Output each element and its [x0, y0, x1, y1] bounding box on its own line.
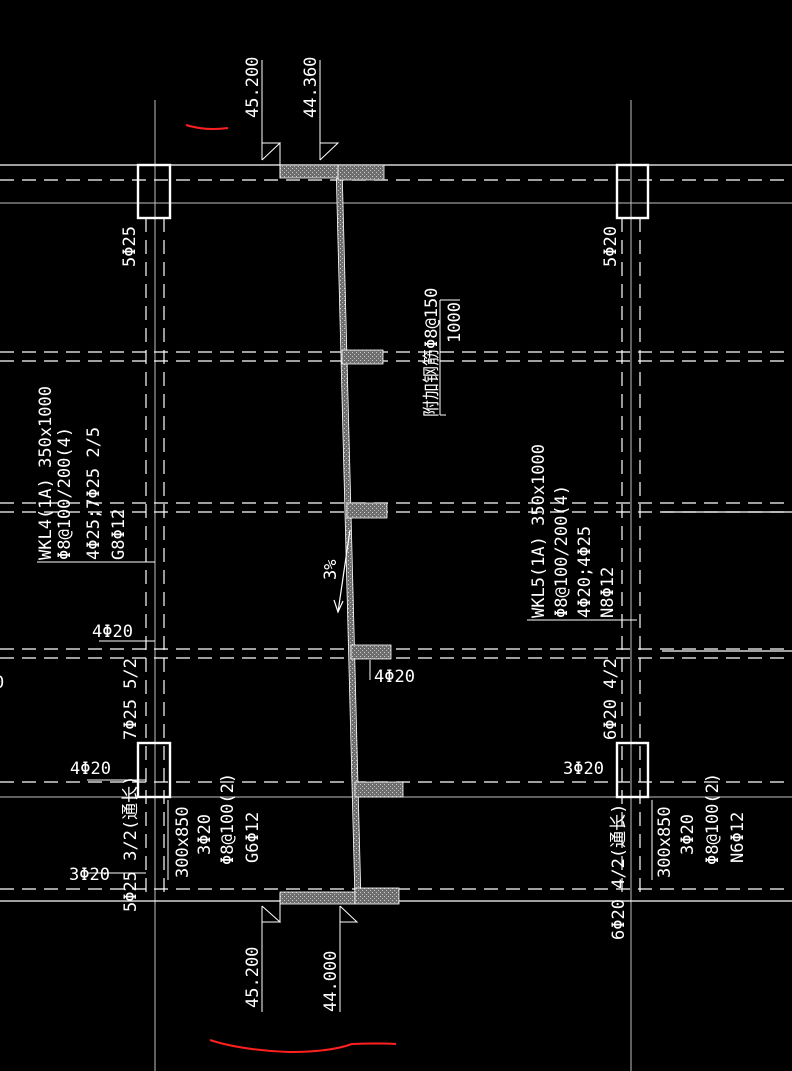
cross-beam-right-line-4: N6Φ12	[728, 812, 748, 863]
slope-label: 3%	[321, 560, 341, 580]
cross-beam-left-line-4: G6Φ12	[243, 812, 263, 863]
elevation-top-right: 44.360	[301, 57, 321, 118]
red-mark-bottom	[209, 1039, 397, 1054]
cross-beam-right-line-3: Φ8@100(2)	[703, 773, 723, 865]
additional-rebar-length: 1000	[445, 302, 465, 343]
grid-lines	[0, 100, 792, 1071]
wkl4-line-2: Φ8@100/200(4)	[55, 427, 75, 560]
column-rebar-top-left: 5Φ25	[120, 226, 140, 267]
wkl5-line-4: N8Φ12	[598, 567, 618, 618]
cross-beam-left-line-1: 300x850	[173, 806, 193, 878]
beam-solid-lines	[0, 164, 792, 902]
wkl4-line-4: G8Φ12	[109, 509, 129, 560]
slab-section	[279, 164, 404, 905]
additional-rebar-label: 附加钢筋Φ8@150	[422, 288, 442, 417]
elevation-bottom-left: 45.200	[243, 947, 263, 1008]
red-mark-top	[185, 124, 229, 130]
clipped-text-fragment: 0	[0, 673, 4, 693]
column-bottom-right	[615, 741, 650, 799]
column-bottom-left	[136, 741, 172, 799]
elevation-markers	[261, 60, 359, 1012]
rebar-right-support: 6Φ20 4/2	[601, 658, 621, 740]
cross-beam-right-line-1: 300x850	[655, 806, 675, 878]
rebar-right-lower: 3Φ20	[563, 759, 604, 779]
rebar-center: 4Φ20	[374, 667, 415, 687]
columns	[136, 163, 650, 799]
elevation-top-left: 45.200	[243, 57, 263, 118]
rebar-left-lower: 4Φ20	[70, 759, 111, 779]
rebar-left-mid: 4Φ20	[92, 622, 133, 642]
rebar-left-edge: 5Φ25 3/2(通长)	[121, 776, 141, 912]
column-top-left	[136, 163, 172, 220]
cross-beam-left-line-2: 3Φ20	[195, 814, 215, 855]
elevation-bottom-right: 44.000	[321, 951, 341, 1012]
wkl5-line-1: WKL5(1A) 350x1000	[529, 444, 549, 618]
rebar-left-bottom: 3Φ20	[69, 865, 110, 885]
column-top-right	[615, 163, 650, 220]
rebar-left-support: 7Φ25 5/2	[121, 658, 141, 740]
wkl5-line-2: Φ8@100/200(4)	[552, 485, 572, 618]
column-rebar-top-right: 5Φ20	[601, 226, 621, 267]
leader-lines	[37, 299, 653, 880]
beam-vertical-dashed	[145, 218, 641, 900]
wkl4-line-3: 4Φ25;7Φ25 2/5	[84, 427, 104, 560]
red-markup	[185, 124, 397, 1054]
cross-beam-right-line-2: 3Φ20	[678, 814, 698, 855]
slope-arrow	[333, 529, 351, 614]
wkl4-line-1: WKL4(1A) 350x1000	[36, 386, 56, 560]
rebar-right-edge: 6Φ20 4/2(通长)	[609, 804, 629, 940]
cross-beam-left-line-3: Φ8@100(2)	[218, 773, 238, 865]
wkl5-line-3: 4Φ20;4Φ25	[575, 526, 595, 618]
